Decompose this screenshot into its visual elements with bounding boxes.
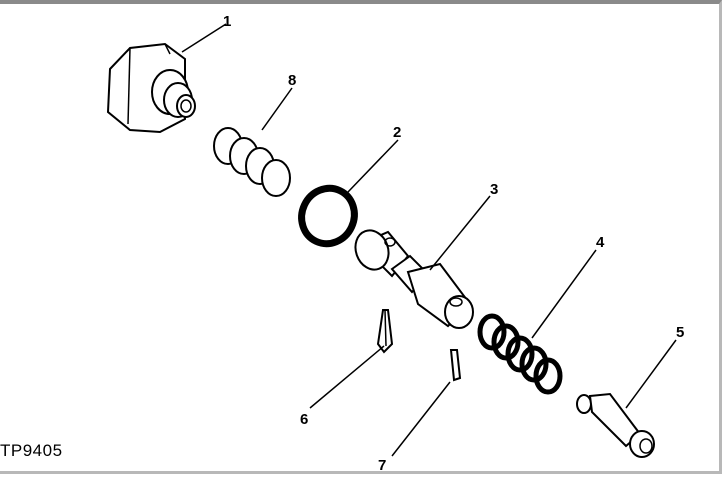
leader-5 <box>625 339 677 409</box>
callout-7: 7 <box>378 457 386 474</box>
callout-2: 2 <box>393 124 401 141</box>
leader-6 <box>309 345 385 409</box>
part-4-spring <box>477 313 563 395</box>
part-8-spring <box>213 127 291 197</box>
leader-4 <box>531 249 597 339</box>
part-3-valve-spool <box>354 229 474 329</box>
leader-2 <box>347 139 399 193</box>
callout-3: 3 <box>490 181 498 198</box>
leader-3 <box>429 195 491 271</box>
callout-6: 6 <box>300 411 308 428</box>
figure-id-label: TP9405 <box>0 441 63 460</box>
leader-7 <box>391 381 451 457</box>
part-5-plunger <box>576 392 655 458</box>
callout-5: 5 <box>676 324 684 341</box>
callout-1: 1 <box>223 13 231 30</box>
exploded-parts-diagram: 1 2 3 4 5 6 7 8 <box>106 13 684 474</box>
leader-1 <box>181 23 227 53</box>
part-2-o-ring <box>298 184 358 248</box>
callout-4: 4 <box>596 234 605 251</box>
part-1-plug <box>106 42 196 134</box>
callout-8: 8 <box>288 72 296 89</box>
part-6-cotter-pin <box>376 309 394 354</box>
part-7-roll-pin <box>449 349 462 382</box>
leader-8 <box>261 87 293 131</box>
